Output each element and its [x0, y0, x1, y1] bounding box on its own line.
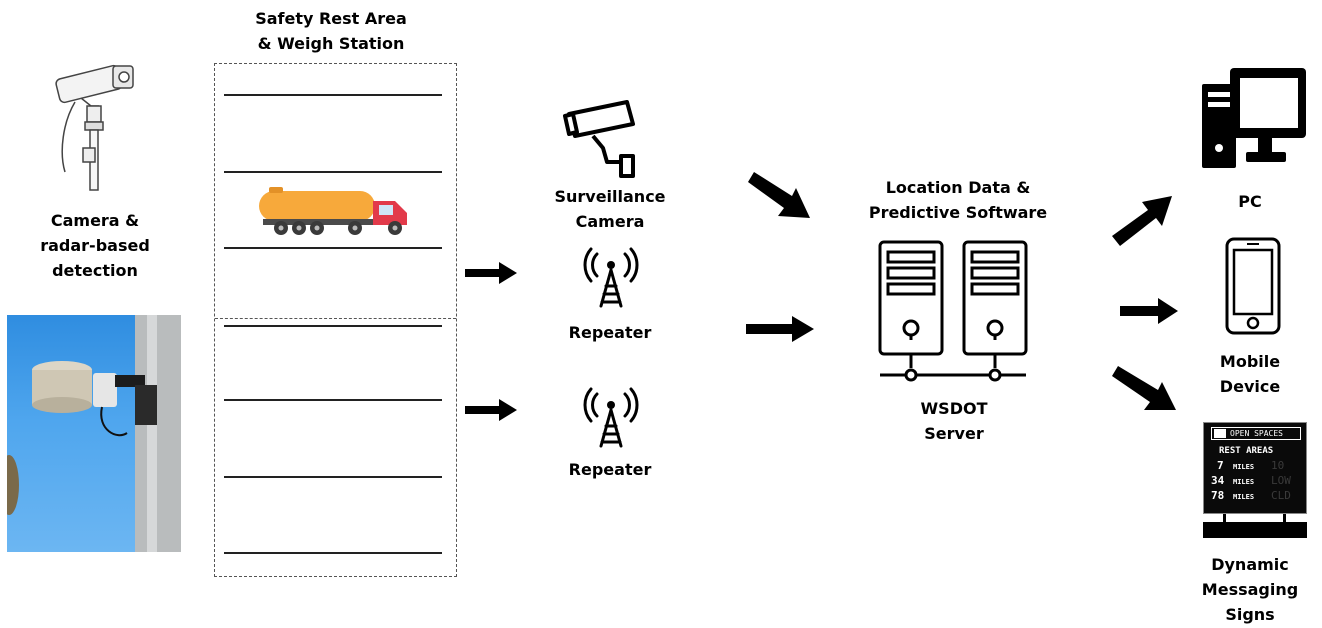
sign-row: 7 MILES 10 [1217, 459, 1285, 472]
desktop-pc-icon [1202, 68, 1306, 168]
antenna-tower-icon [583, 387, 639, 448]
parking-lot [214, 63, 457, 577]
antenna-tower-icon [583, 247, 639, 308]
arrow-icon [748, 172, 810, 218]
arrow-icon [1112, 366, 1176, 410]
sign-header: OPEN SPACES [1211, 427, 1301, 440]
lot-title: Safety Rest Area & Weigh Station [255, 9, 407, 53]
lot-divider [215, 318, 456, 319]
surveillance-camera-icon [563, 100, 635, 178]
sign-row: 34 MILES LOW [1211, 474, 1291, 487]
tanker-truck-icon [259, 187, 407, 235]
lane-line [224, 552, 442, 554]
repeater-label: Repeater [568, 323, 652, 342]
lane-line [224, 476, 442, 478]
lane-line [224, 171, 442, 173]
lane-line [224, 399, 442, 401]
sign-row: 78 MILES CLD [1211, 489, 1291, 502]
sign-base [1203, 522, 1307, 538]
arrow-icon [465, 399, 517, 421]
arrow-icon [1120, 298, 1178, 324]
detection-label: Camera & radar-based detection [40, 211, 150, 280]
smartphone-icon [1225, 237, 1281, 335]
arrow-icon [465, 262, 517, 284]
lane-line [224, 325, 442, 327]
lane-line [224, 247, 442, 249]
pole-camera-icon [55, 64, 134, 191]
parking-icon [1214, 429, 1226, 438]
server-label: WSDOT Server [920, 399, 988, 443]
sign-post [1223, 514, 1226, 528]
lane-line [224, 94, 442, 96]
radar-sensor-photo [7, 315, 181, 552]
dynamic-message-sign: OPEN SPACES REST AREAS 7 MILES 10 34 MIL… [1203, 422, 1307, 540]
mobile-label: Mobile Device [1219, 352, 1281, 396]
surveillance-camera-label: Surveillance Camera [554, 187, 666, 231]
server-icon [878, 240, 1028, 382]
arrow-icon [746, 316, 814, 342]
sign-header-text: OPEN SPACES [1230, 429, 1283, 438]
sign-title: REST AREAS [1219, 446, 1274, 456]
pc-label: PC [1238, 192, 1262, 211]
sign-post [1283, 514, 1286, 528]
repeater-label: Repeater [568, 460, 652, 479]
software-label: Location Data & Predictive Software [868, 178, 1048, 222]
dms-label: Dynamic Messaging Signs [1201, 555, 1299, 624]
arrow-icon [1112, 196, 1172, 246]
